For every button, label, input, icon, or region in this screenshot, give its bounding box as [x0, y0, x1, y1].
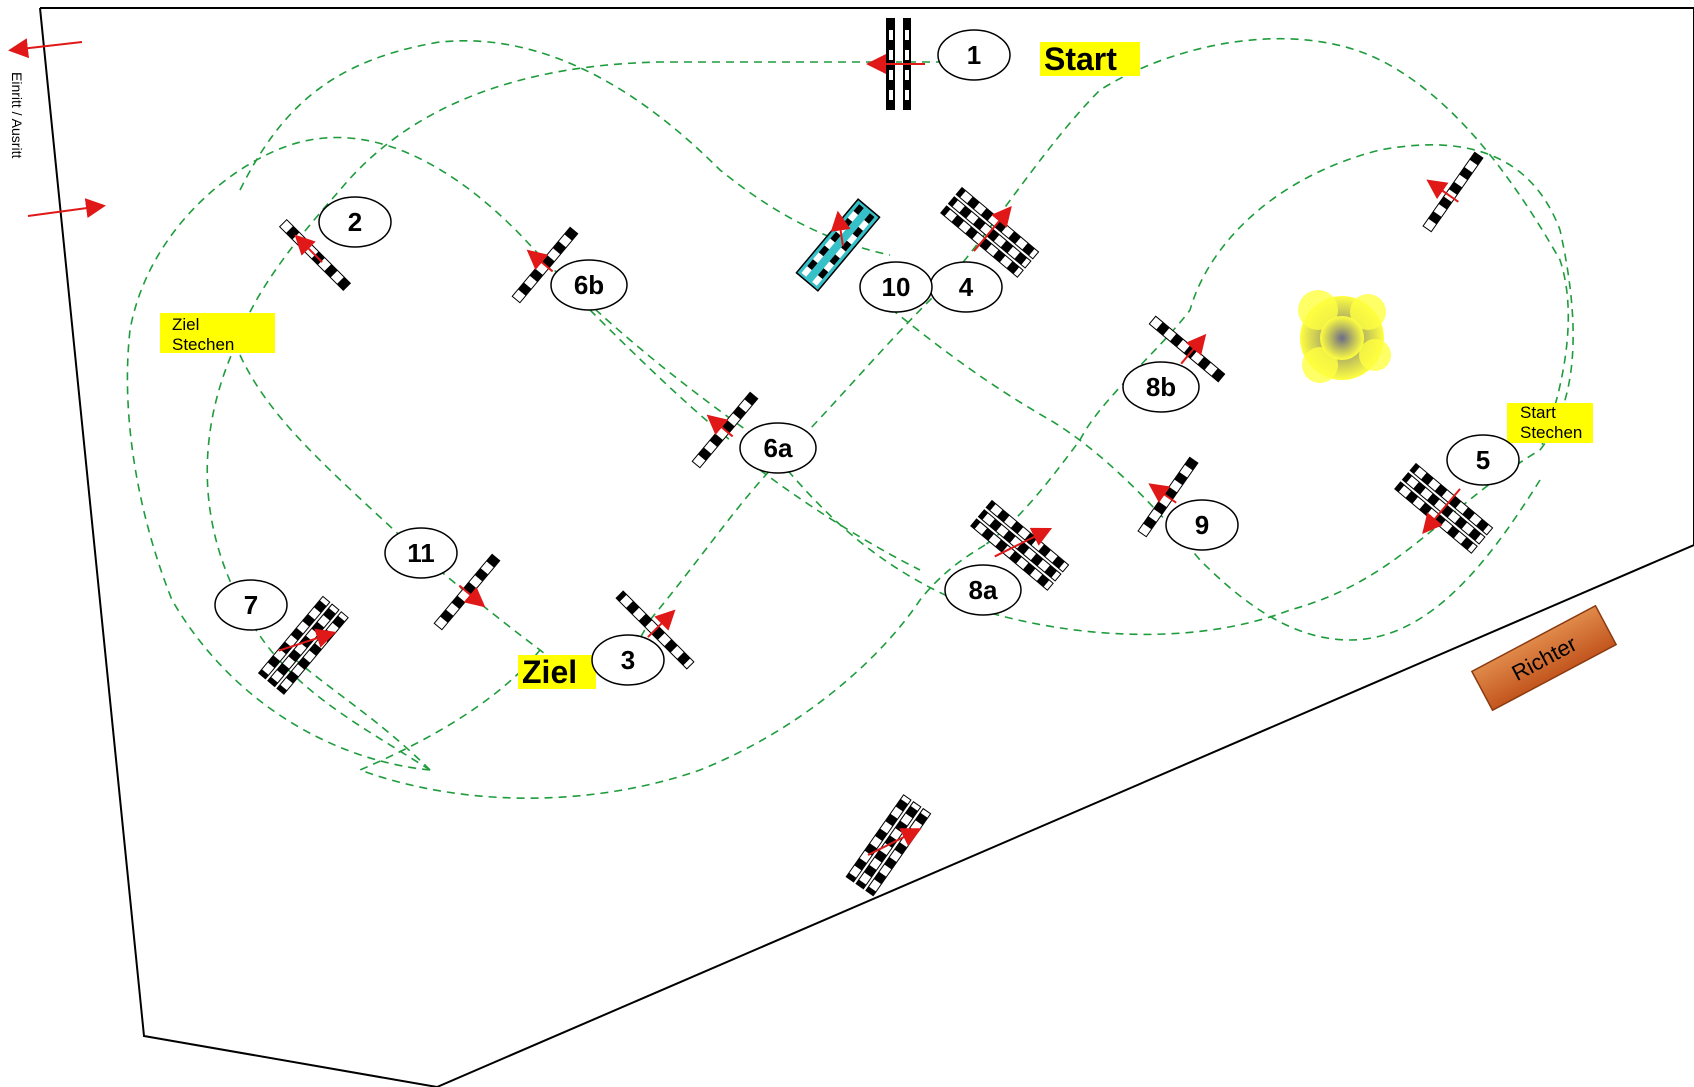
- obstacle-number-8b: 8b: [1122, 361, 1200, 413]
- obstacle-number-4-label: 4: [959, 272, 974, 302]
- fence-8a: [970, 499, 1070, 591]
- svg-text:Ziel Stechen: Ziel Stechen: [172, 315, 234, 354]
- obstacle-number-9: 9: [1165, 499, 1239, 551]
- svg-text:Start Stechen: Start Stechen: [1520, 403, 1582, 442]
- obstacle-number-6a-label: 6a: [764, 433, 793, 463]
- jumpoff-finish-line1: Ziel: [172, 315, 199, 334]
- fence-3: [615, 590, 695, 670]
- obstacle-number-2: 2: [318, 196, 392, 248]
- start-label: Start: [1044, 41, 1117, 77]
- fence-7: [257, 595, 349, 695]
- fence-2: [278, 218, 352, 292]
- fence-8b: [1148, 315, 1226, 383]
- jumpoff-start-box: Start Stechen: [1507, 403, 1593, 443]
- finish-label: Ziel: [522, 654, 577, 690]
- jumpoff-start-line1: Start: [1520, 403, 1556, 422]
- start-label-box: Start: [1040, 41, 1140, 77]
- obstacle-number-7-label: 7: [244, 590, 258, 620]
- fence-11: [433, 553, 501, 631]
- course-path: [126, 37, 1574, 799]
- obstacle-number-8a: 8a: [944, 564, 1022, 616]
- obstacle-number-8b-label: 8b: [1146, 372, 1176, 402]
- fence-10-water: [795, 198, 881, 292]
- obstacle-number-6b: 6b: [550, 259, 628, 311]
- obstacle-number-2-label: 2: [348, 207, 362, 237]
- fence-5: [1394, 462, 1494, 554]
- jumpoff-finish-box: Ziel Stechen: [160, 313, 275, 354]
- obstacle-number-1-label: 1: [967, 40, 981, 70]
- fence-4: [940, 186, 1040, 278]
- jumpoff-start-line2: Stechen: [1520, 423, 1582, 442]
- obstacle-number-6a: 6a: [739, 422, 817, 474]
- obstacle-number-3-label: 3: [621, 645, 635, 675]
- finish-label-box: Ziel: [518, 654, 596, 690]
- obstacle-number-5: 5: [1446, 434, 1520, 486]
- obstacle-number-3: 3: [591, 634, 665, 686]
- obstacle-number-1: 1: [937, 29, 1011, 81]
- fence-1: [866, 18, 925, 110]
- fence-6b: [511, 226, 579, 304]
- judge-box: Richter: [1470, 604, 1618, 712]
- obstacle-number-5-label: 5: [1476, 445, 1490, 475]
- obstacle-number-11: 11: [384, 527, 458, 579]
- arena-border: [39, 7, 1694, 1087]
- obstacle-number-9-label: 9: [1195, 510, 1209, 540]
- obstacle-number-7: 7: [214, 579, 288, 631]
- fence-warmup: [845, 794, 932, 897]
- entry-exit-label: Einritt / Ausritt: [9, 72, 25, 158]
- fence-9: [1137, 456, 1199, 538]
- obstacle-number-10: 10: [859, 261, 933, 313]
- obstacle-number-6b-label: 6b: [574, 270, 604, 300]
- fence-5-jumpoff: [1422, 151, 1484, 233]
- fence-6a: [691, 391, 759, 469]
- obstacle-number-11-label: 11: [407, 538, 435, 568]
- entry-exit-arrows: [8, 38, 106, 219]
- obstacle-number-10-label: 10: [882, 272, 911, 302]
- obstacle-number-4: 4: [929, 261, 1003, 313]
- obstacle-number-8a-label: 8a: [969, 575, 998, 605]
- tree-icon: [1298, 290, 1391, 383]
- jumpoff-finish-line2: Stechen: [172, 335, 234, 354]
